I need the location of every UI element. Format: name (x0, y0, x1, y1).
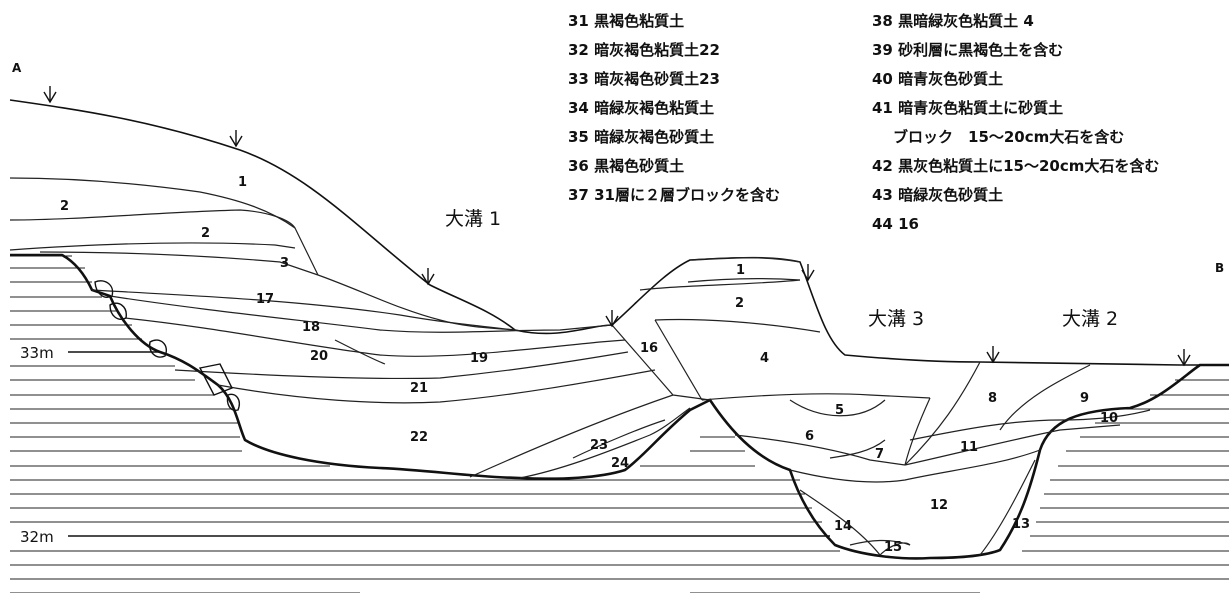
layer-label: 9 (1080, 391, 1089, 406)
legend-item: 38 黒暗緑灰色粘質土 4 (872, 12, 1034, 30)
legend-item: 43 暗緑灰色砂質土 (872, 186, 1003, 204)
layer-label: 17 (256, 292, 274, 307)
legend-item: 36 黒褐色砂質土 (568, 157, 684, 175)
layer-label: 13 (1012, 517, 1030, 532)
layer-label: 4 (760, 351, 769, 366)
legend-item: 44 16 (872, 215, 919, 233)
elevation-label-32: 32m (20, 528, 54, 546)
layer-label: 23 (590, 438, 608, 453)
legend-item: 33 暗灰褐色砂質土23 (568, 70, 720, 88)
layer-label: 15 (884, 540, 902, 555)
layer-label: 2 (60, 199, 69, 214)
legend-item: 35 暗緑灰褐色砂質土 (568, 128, 714, 146)
layer-label: 22 (410, 430, 428, 445)
elevation-ticks (68, 351, 830, 537)
ditch-label-1: 大溝 1 (445, 208, 501, 230)
stones (94, 280, 240, 411)
layer-label: 1 (238, 175, 247, 190)
layer-label: 8 (988, 391, 997, 406)
legend-item: 41 暗青灰色粘質土に砂質土 (872, 99, 1063, 117)
layer-label: 5 (835, 403, 844, 418)
layer-label: 18 (302, 320, 320, 335)
layer-boundaries (9, 177, 1151, 556)
layer-labels: 1 2 2 3 17 18 20 19 21 22 23 24 16 1 2 4… (60, 175, 1118, 555)
endpoint-a-label: A (12, 61, 22, 75)
legend-item: 31 黒褐色粘質土 (568, 12, 684, 30)
layer-label: 1 (736, 263, 745, 278)
elevation-label-33: 33m (20, 344, 54, 362)
layer-label: 2 (201, 226, 210, 241)
layer-label: 21 (410, 381, 428, 396)
layer-label: 7 (875, 447, 884, 462)
legend-item: 37 31層に２層ブロックを含む (568, 186, 780, 204)
layer-label: 11 (960, 440, 978, 455)
endpoint-b-label: B (1215, 261, 1224, 275)
layer-label: 6 (805, 429, 814, 444)
layer-label: 19 (470, 351, 488, 366)
layer-label: 3 (280, 256, 289, 271)
layer-label: 24 (611, 456, 629, 471)
layer-label: 16 (640, 341, 658, 356)
layer-label: 14 (834, 519, 852, 534)
layer-label: 2 (735, 296, 744, 311)
hatch-lines (10, 255, 1229, 593)
legend-item: 32 暗灰褐色粘質土22 (568, 41, 720, 59)
legend-item: 39 砂利層に黒褐色土を含む (872, 41, 1063, 59)
legend-item: 40 暗青灰色砂質土 (872, 70, 1003, 88)
legend-item: 42 黒灰色粘質土に15～20cm大石を含む (872, 157, 1159, 175)
legend-item: 34 暗緑灰褐色粘質土 (568, 99, 714, 117)
legend-right-column: 38 黒暗緑灰色粘質土 4 39 砂利層に黒褐色土を含む 40 暗青灰色砂質土 … (872, 12, 1159, 233)
layer-label: 20 (310, 349, 328, 364)
ditch-cut-line (10, 253, 1229, 560)
surface-markers (43, 86, 1191, 367)
legend-left-column: 31 黒褐色粘質土 32 暗灰褐色粘質土22 33 暗灰褐色砂質土23 34 暗… (568, 12, 780, 204)
layer-label: 12 (930, 498, 948, 513)
ditch-label-3: 大溝 3 (868, 308, 924, 330)
layer-label: 10 (1100, 411, 1118, 426)
ditch-label-2: 大溝 2 (1062, 308, 1118, 330)
legend-item: ブロック 15～20cm大石を含む (893, 128, 1124, 146)
